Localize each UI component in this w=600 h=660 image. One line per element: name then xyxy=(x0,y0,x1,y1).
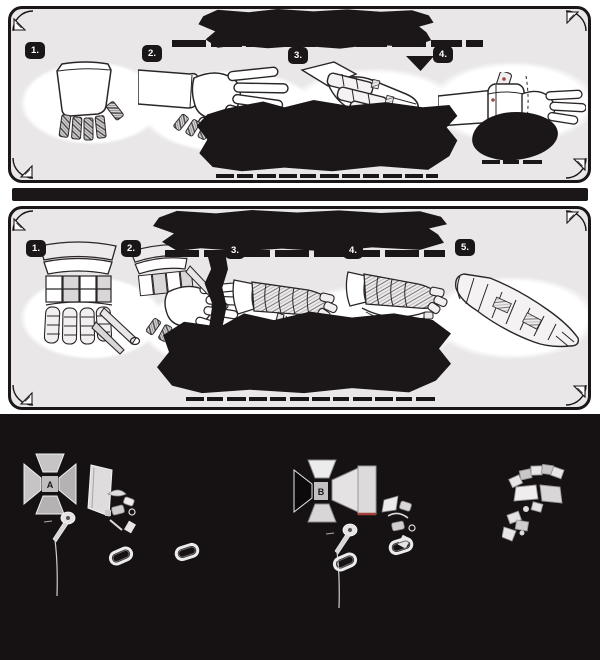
full-gauntlet-arm-icon xyxy=(454,273,580,348)
buckle-parts-a-icon xyxy=(107,489,136,534)
redacted-paragraph-1 xyxy=(196,100,458,172)
step-badge: 2. xyxy=(142,45,162,62)
step-badge: 4. xyxy=(433,46,453,63)
step-badge: 5. xyxy=(455,239,475,256)
parts-panel: A B xyxy=(0,414,600,660)
corner-ornament-icon xyxy=(12,384,34,406)
chain-link-icon xyxy=(388,536,414,556)
side-plate-icon xyxy=(87,464,113,517)
diagram-label-b: B xyxy=(318,487,325,497)
corner-ornament-icon xyxy=(12,210,34,232)
divider-bar xyxy=(12,188,588,201)
redacted-paragraph-2 xyxy=(157,311,451,394)
chain-link-icon xyxy=(174,542,200,562)
needle-thread-b-icon xyxy=(326,523,358,609)
corner-ornament-icon xyxy=(565,384,587,406)
fingerless-glove-icon xyxy=(56,61,124,141)
redacted-subtitle-2 xyxy=(165,250,445,257)
redacted-caption-step4 xyxy=(482,160,542,164)
cross-plate-b-icon: B xyxy=(293,459,377,523)
step-badge: 2. xyxy=(121,240,141,257)
corner-ornament-icon xyxy=(565,157,587,179)
redacted-title-1 xyxy=(198,9,434,49)
finger-lames-parts-icon xyxy=(502,463,565,542)
step-badge: 3. xyxy=(288,47,308,64)
redacted-title-2 xyxy=(153,210,447,252)
corner-ornament-icon xyxy=(12,10,34,32)
step-badge: 4. xyxy=(343,242,363,259)
step-badge: 3. xyxy=(225,242,245,259)
redacted-caption-2 xyxy=(186,397,438,401)
chain-link-icon xyxy=(108,546,134,566)
gauntlet-mitt-icon xyxy=(39,241,141,355)
corner-ornament-icon xyxy=(12,157,34,179)
redacted-caption-1 xyxy=(216,174,438,178)
step-badge: 1. xyxy=(25,42,45,59)
diagram-label-a: A xyxy=(47,480,54,490)
corner-ornament-icon xyxy=(565,210,587,232)
cross-plate-a-icon: A xyxy=(23,453,77,515)
needle-thread-a-icon xyxy=(44,511,76,597)
chain-link-icon xyxy=(332,552,358,572)
corner-ornament-icon xyxy=(565,10,587,32)
step-badge: 1. xyxy=(26,240,46,257)
